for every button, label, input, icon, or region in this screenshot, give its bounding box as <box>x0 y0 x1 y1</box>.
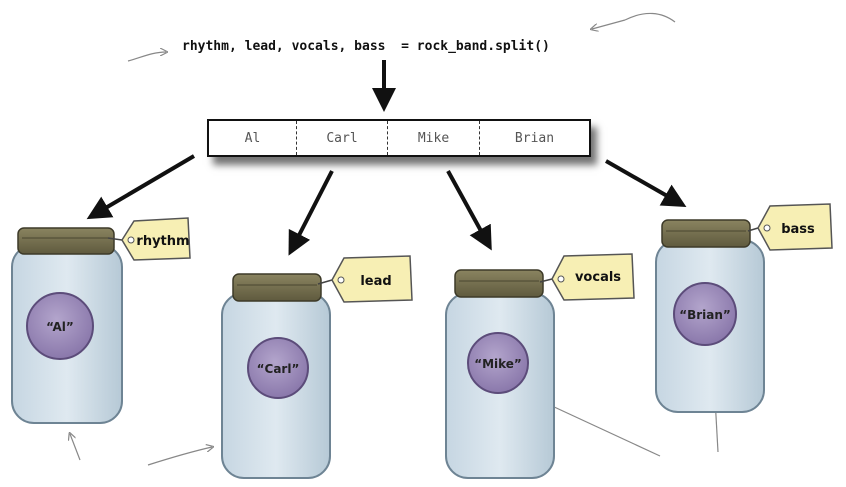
jar-vocals: “Mike” vocals <box>445 253 635 479</box>
jar-value-brian: “Brian” <box>679 308 731 322</box>
tag-label-vocals: vocals <box>575 270 621 285</box>
arrow-to-vocals-jar <box>446 170 492 251</box>
value-disc <box>247 337 309 399</box>
value-disc <box>26 292 94 360</box>
annotation-arrow-jar1 <box>70 434 81 461</box>
list-item-brian: Brian <box>479 121 589 155</box>
jar-value-al: “Al” <box>46 320 74 334</box>
jar-lead: “Carl” lead <box>221 255 413 479</box>
jar-value-mike: “Mike” <box>474 357 522 371</box>
jar-rhythm: “Al” rhythm <box>11 217 191 424</box>
tag-bass: bass <box>757 203 833 251</box>
tag-rhythm: rhythm <box>121 217 191 261</box>
arrow-to-bass-jar <box>605 159 687 207</box>
list-item-carl: Carl <box>296 121 387 155</box>
code-statement: rhythm, lead, vocals, bass = rock_band.s… <box>182 39 550 54</box>
tag-label-rhythm: rhythm <box>136 234 189 249</box>
arrow-to-lead-jar <box>288 170 334 256</box>
arrow-to-rhythm-jar <box>86 154 196 220</box>
list-item-mike: Mike <box>387 121 479 155</box>
tag-label-bass: bass <box>781 222 815 237</box>
annotation-arrow-jar2 <box>147 447 212 466</box>
annotation-arrow-code-right <box>592 12 676 29</box>
jar-bass: “Brian” bass <box>655 203 833 413</box>
list-item-al: Al <box>244 130 261 146</box>
value-disc <box>673 282 737 346</box>
tag-label-lead: lead <box>360 274 391 289</box>
value-disc <box>467 332 529 394</box>
split-result-list: Al Carl Mike Brian <box>207 119 591 157</box>
annotation-arrow-code-left <box>127 52 166 62</box>
tag-vocals: vocals <box>551 253 635 301</box>
tag-lead: lead <box>331 255 413 303</box>
jar-value-carl: “Carl” <box>257 362 300 376</box>
